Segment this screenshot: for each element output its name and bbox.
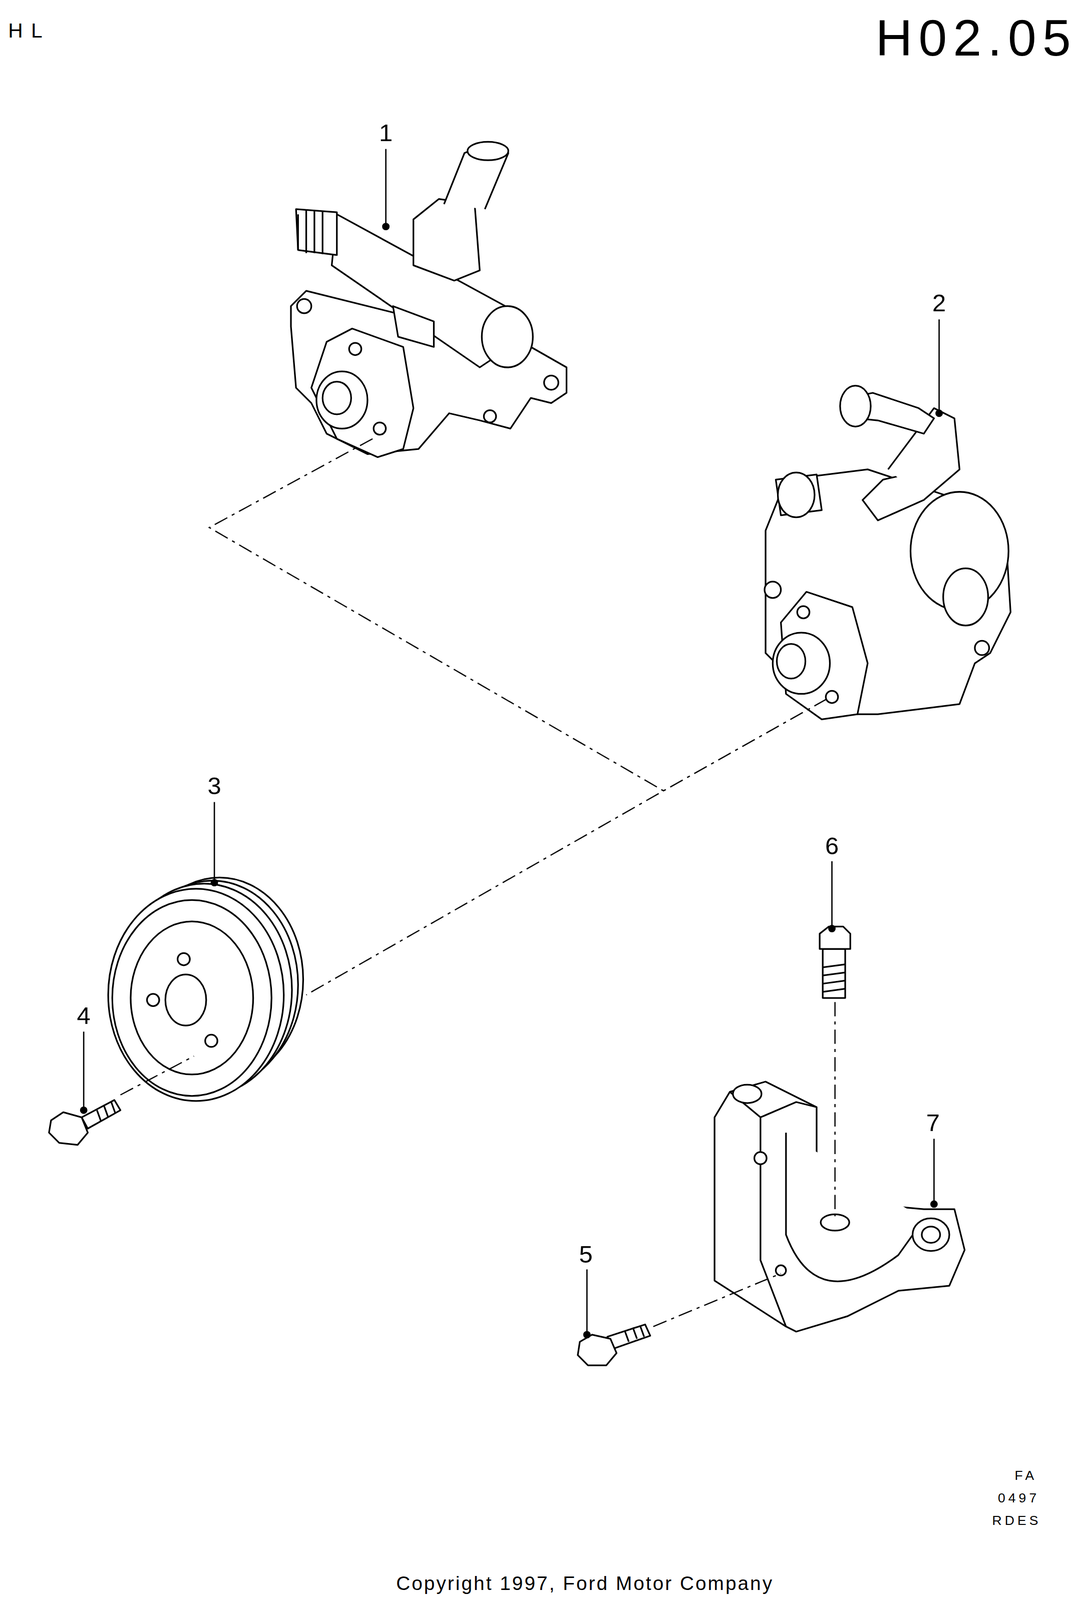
page-code: HL — [8, 20, 51, 42]
assembly-lines — [120, 439, 836, 1328]
callout-number: 1 — [379, 120, 393, 146]
drawing-code: 0497 — [997, 1492, 1040, 1506]
copyright-caption: Copyright 1997, Ford Motor Company — [396, 1574, 774, 1595]
bolt — [577, 1324, 651, 1366]
drawing-code: FA — [1014, 1469, 1038, 1484]
page-code: H02.05 — [875, 13, 1077, 65]
pump-pulley — [108, 877, 303, 1102]
bolt — [49, 1100, 121, 1146]
callout-number: 3 — [207, 773, 222, 799]
callout-number: 7 — [926, 1110, 940, 1136]
power-steering-pump — [764, 386, 1011, 720]
power-steering-pump — [290, 141, 567, 458]
drawing-code: RDES — [992, 1514, 1042, 1528]
leader-lines — [80, 149, 943, 1339]
callout-number: 5 — [579, 1242, 593, 1267]
bolt — [819, 926, 851, 999]
pump-bracket — [714, 1082, 965, 1333]
callout-number: 6 — [825, 834, 839, 859]
callout-number: 4 — [77, 1003, 91, 1028]
callout-number: 2 — [932, 290, 946, 316]
